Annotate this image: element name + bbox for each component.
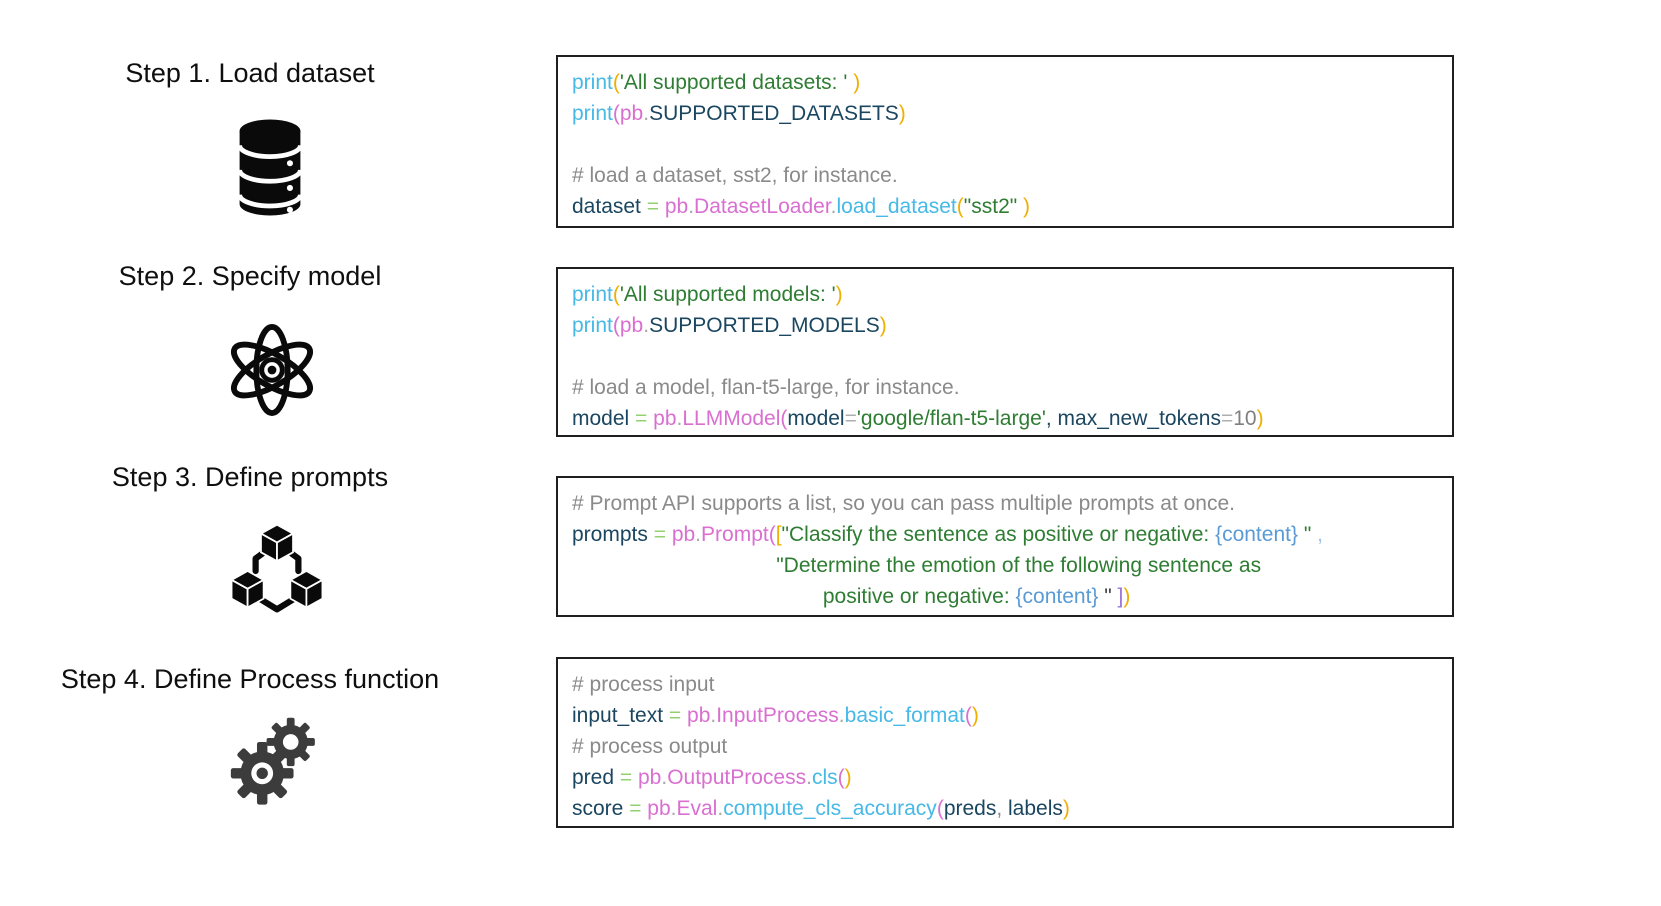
cubes-icon [229,523,325,613]
code-line: # process input [572,673,715,696]
code-line: prompts = pb.Prompt(["Classify the sente… [572,523,1323,546]
code-line: # Prompt API supports a list, so you can… [572,492,1235,515]
code-line: print('All supported datasets: ' ) [572,71,861,94]
step-3-title: Step 3. Define prompts [111,462,389,492]
database-icon [237,119,303,216]
code-line: print(pb.SUPPORTED_DATASETS) [572,102,906,125]
code-line: print('All supported models: ') [572,283,843,306]
step-4-title: Step 4. Define Process function [60,664,440,694]
code-line: print(pb.SUPPORTED_MODELS) [572,314,887,337]
gears-icon [230,717,315,805]
code-line: # process output [572,735,728,758]
code-box-load-dataset: print('All supported datasets: ' ) print(… [556,55,1454,228]
code-line: # load a model, flan-t5-large, for insta… [572,376,960,399]
code-line: positive or negative: {content} " ]) [572,585,1131,608]
code-line: input_text = pb.InputProcess.basic_forma… [572,704,979,727]
code-box-process-function: # process input input_text = pb.InputProc… [556,657,1454,828]
code-line: model = pb.LLMModel(model='google/flan-t… [572,407,1264,430]
step-2-title: Step 2. Specify model [118,261,382,291]
code-line [572,129,1440,160]
code-line: pred = pb.OutputProcess.cls() [572,766,852,789]
code-line: dataset = pb.DatasetLoader.load_dataset(… [572,195,1031,218]
step-1-title: Step 1. Load dataset [125,58,375,88]
code-line: # load a dataset, sst2, for instance. [572,164,898,187]
code-box-specify-model: print('All supported models: ') print(pb.… [556,267,1454,437]
code-line: "Determine the emotion of the following … [572,554,1262,577]
atom-icon [230,324,314,416]
code-box-define-prompts: # Prompt API supports a list, so you can… [556,476,1454,617]
code-line [572,341,1440,372]
code-line: score = pb.Eval.compute_cls_accuracy(pre… [572,797,1070,820]
